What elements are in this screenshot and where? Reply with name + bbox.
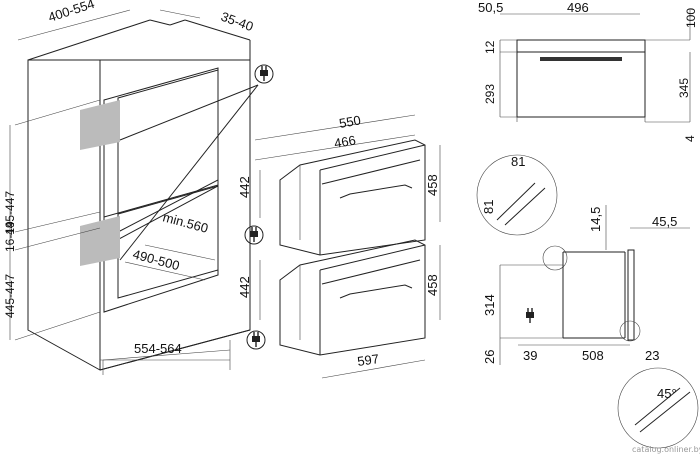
label-width-bottom: 554-564 <box>134 341 182 356</box>
label-side-bottom: 26 <box>482 350 497 364</box>
label-width-front: 597 <box>356 351 380 369</box>
label-side-right: 23 <box>645 348 659 363</box>
cabinet-drawing <box>9 9 259 375</box>
label-side-depth: 508 <box>582 348 604 363</box>
label-left-offset: 50,5 <box>478 0 503 15</box>
label-panel-height: 12 <box>483 40 497 54</box>
label-front-width: 496 <box>567 0 589 15</box>
label-depth-total: 550 <box>338 112 362 131</box>
label-height-lower: 445-447 <box>3 274 17 318</box>
side-view <box>476 154 699 449</box>
plug-icon <box>254 64 274 84</box>
plug-icon <box>526 308 534 323</box>
label-gap: 16-19 <box>3 221 17 252</box>
plug-icon <box>244 225 264 245</box>
label-height-front-upper: 458 <box>425 174 440 196</box>
label-height-back-lower: 442 <box>237 276 252 298</box>
label-side-left: 39 <box>523 348 537 363</box>
oven-iso-lower <box>279 239 426 356</box>
label-angle: 45° <box>657 386 677 401</box>
plug-icon <box>246 330 266 350</box>
label-side-height: 314 <box>482 294 497 316</box>
watermark: catalog.onliner.by <box>632 445 700 454</box>
label-body-height: 293 <box>483 84 497 104</box>
label-min-depth: min.560 <box>161 209 210 235</box>
label-bevel-h: 81 <box>481 200 496 214</box>
label-top-height: 100 <box>684 8 698 28</box>
label-top-gap: 14,5 <box>588 207 603 232</box>
oven-iso-upper <box>279 139 426 256</box>
label-height-front-lower: 458 <box>425 274 440 296</box>
label-bevel-w: 81 <box>511 154 525 169</box>
label-height-upper: 445-447 <box>3 191 17 235</box>
label-depth-top: 35-40 <box>219 9 255 34</box>
label-right-height: 345 <box>677 78 691 98</box>
label-right-gap: 45,5 <box>652 214 677 229</box>
label-foot: 4 <box>683 135 697 142</box>
label-height-back-upper: 442 <box>237 176 252 198</box>
front-view <box>499 10 691 123</box>
label-depth-body: 466 <box>333 132 357 151</box>
